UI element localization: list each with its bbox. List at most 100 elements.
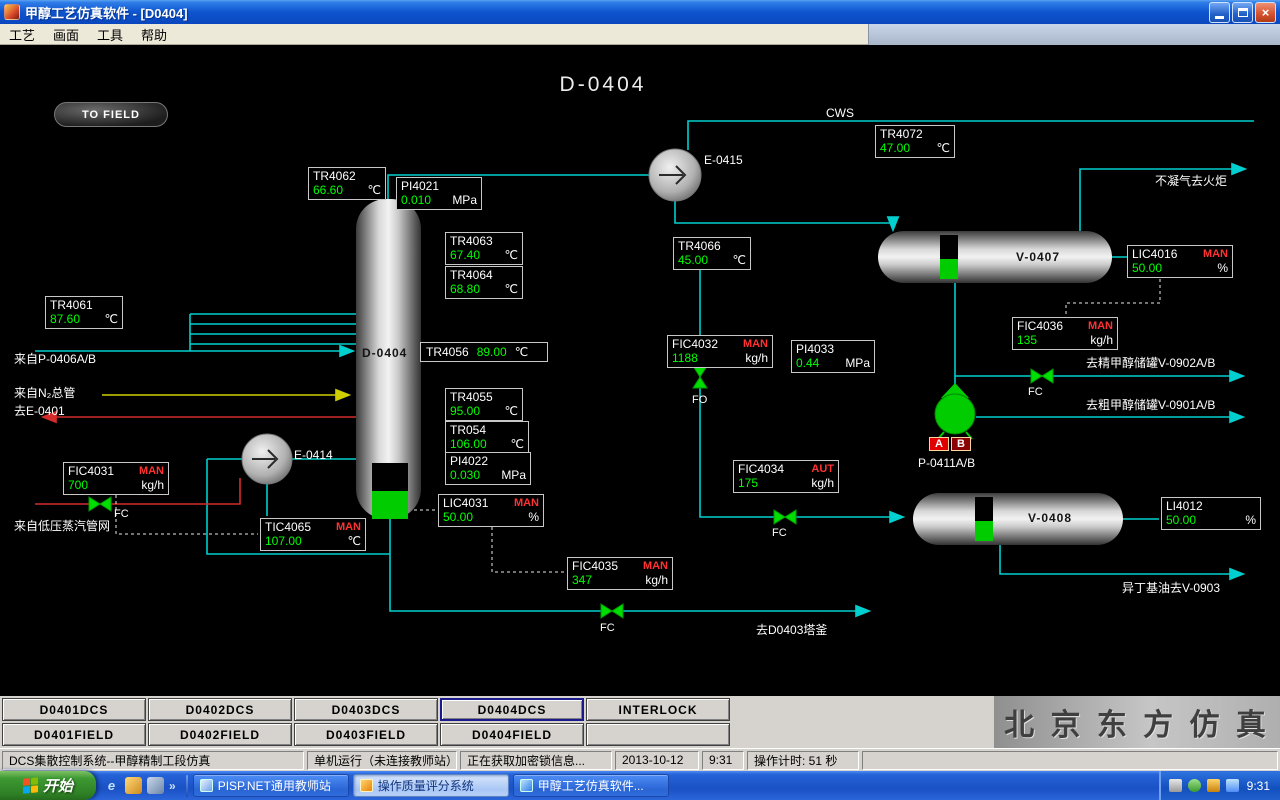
valve-fic4031[interactable] — [88, 496, 112, 512]
instrument-tr4064[interactable]: TR4064 68.80℃ — [445, 266, 523, 299]
minimize-button[interactable] — [1209, 1, 1230, 23]
instrument-tr4055[interactable]: TR4055 95.00℃ — [445, 388, 523, 421]
status-system: DCS集散控制系统--甲醇精制工段仿真 — [2, 750, 304, 770]
instrument-tr4072[interactable]: TR4072 47.00℃ — [875, 125, 955, 158]
menubar: 工艺 画面 工具 帮助 — [0, 24, 1280, 45]
instrument-tag: FIC4035 — [572, 559, 619, 573]
task-pisp-label: PISP.NET通用教师站 — [217, 779, 331, 793]
task-pisp-button[interactable]: PISP.NET通用教师站 — [192, 774, 349, 797]
instrument-unit: ℃ — [367, 183, 381, 197]
nav-d0401dcs-button[interactable]: D0401DCS — [2, 698, 146, 721]
nav-d0402field-button[interactable]: D0402FIELD — [148, 723, 292, 746]
menu-process[interactable]: 工艺 — [9, 27, 36, 43]
instrument-tr4062[interactable]: TR4062 66.60 ℃ — [308, 167, 386, 200]
instrument-mode: AUT — [811, 463, 834, 475]
menu-screen[interactable]: 画面 — [53, 27, 80, 43]
instrument-tr4066[interactable]: TR4066 45.00℃ — [673, 237, 751, 270]
label-fc-4036: FC — [1028, 386, 1043, 398]
instrument-tag: TR4062 — [313, 169, 356, 183]
instrument-tag: TR054 — [450, 423, 487, 437]
pump-a-button[interactable]: A — [929, 437, 949, 451]
system-tray: 9:31 — [1158, 771, 1280, 800]
instrument-value: 66.60 — [313, 183, 344, 197]
process-canvas: D-0404 TO FIELD E-0415 E-0414 V-0407 V-0… — [0, 45, 1280, 696]
nav-d0403dcs-button[interactable]: D0403DCS — [294, 698, 438, 721]
instrument-value: 347 — [572, 573, 593, 587]
desktop-icon[interactable] — [147, 777, 164, 794]
nav-d0403field-button[interactable]: D0403FIELD — [294, 723, 438, 746]
nav-d0404field-button[interactable]: D0404FIELD — [440, 723, 584, 746]
label-to-v0903: 异丁基油去V-0903 — [1122, 581, 1221, 595]
printer-icon[interactable] — [1168, 779, 1182, 792]
instrument-unit: ℃ — [732, 253, 746, 267]
diagram-title: D-0404 — [559, 73, 647, 96]
label-to-v0902: 去精甲醇储罐V-0902A/B — [1086, 356, 1216, 370]
start-button[interactable]: 开始 — [0, 771, 96, 800]
instrument-li4012[interactable]: LI4012 50.00% — [1161, 497, 1261, 530]
ie-icon[interactable]: e — [107, 778, 116, 793]
quicklaunch-app-icon[interactable] — [125, 777, 142, 794]
close-button[interactable]: × — [1255, 1, 1276, 23]
task-sim-button[interactable]: 甲醇工艺仿真软件... — [512, 774, 669, 797]
antivirus-icon[interactable] — [1206, 779, 1220, 792]
instrument-value: 175 — [738, 476, 759, 490]
nav-interlock-button[interactable]: INTERLOCK — [586, 698, 730, 721]
task-score-button[interactable]: 操作质量评分系统 — [352, 774, 509, 797]
menu-tools[interactable]: 工具 — [97, 27, 124, 43]
instrument-unit: % — [1217, 261, 1228, 275]
label-fc-4035: FC — [600, 622, 615, 634]
volume-icon[interactable] — [1225, 779, 1239, 792]
process-diagram-svg — [35, 120, 1254, 619]
to-field-button[interactable]: TO FIELD — [54, 102, 168, 127]
instrument-tag: FIC4034 — [738, 462, 785, 476]
valve-fic4036[interactable] — [1030, 368, 1054, 384]
status-time: 9:31 — [702, 750, 744, 770]
restore-button[interactable] — [1232, 1, 1253, 23]
instrument-value: 67.40 — [450, 248, 481, 262]
instrument-unit: ℃ — [514, 345, 529, 359]
status-date: 2013-10-12 — [615, 750, 699, 770]
instrument-tag: TR4055 — [450, 390, 493, 404]
instrument-tr4056[interactable]: TR4056 89.00 ℃ — [420, 342, 548, 362]
network-icon[interactable] — [1187, 779, 1201, 792]
instrument-tr054[interactable]: TR054 106.00℃ — [445, 421, 529, 454]
valve-fic4034[interactable] — [773, 509, 797, 525]
instrument-unit: kg/h — [1090, 333, 1113, 347]
valve-fic4035[interactable] — [600, 603, 624, 619]
instrument-tr4063[interactable]: TR4063 67.40℃ — [445, 232, 523, 265]
nav-blank-button[interactable] — [586, 723, 730, 746]
valve-fic4032[interactable] — [692, 365, 708, 389]
label-e0414: E-0414 — [294, 448, 333, 462]
task-score-icon — [359, 779, 373, 792]
pump-b-button[interactable]: B — [951, 437, 971, 451]
tray-clock: 9:31 — [1246, 778, 1270, 793]
nav-button-zone: D0401DCS D0402DCS D0403DCS D0404DCS INTE… — [0, 696, 1280, 748]
quicklaunch-overflow-chevron[interactable]: » — [169, 778, 176, 793]
start-label: 开始 — [42, 778, 73, 795]
instrument-unit: ℃ — [504, 282, 518, 296]
label-to-flare: 不凝气去火炬 — [1155, 174, 1228, 188]
menu-help[interactable]: 帮助 — [141, 27, 168, 43]
instrument-unit: ℃ — [504, 248, 518, 262]
nav-d0401field-button[interactable]: D0401FIELD — [2, 723, 146, 746]
instrument-mode: MAN — [642, 560, 668, 572]
instrument-tag: LIC4031 — [443, 496, 489, 510]
nav-d0402dcs-button[interactable]: D0402DCS — [148, 698, 292, 721]
nav-d0404dcs-button[interactable]: D0404DCS — [440, 698, 584, 721]
instrument-tag: TIC4065 — [265, 520, 312, 534]
instrument-tag: TR4056 — [426, 345, 469, 359]
instrument-tr4061[interactable]: TR4061 87.60℃ — [45, 296, 123, 329]
window-title: 甲醇工艺仿真软件 - [D0404] — [25, 5, 188, 21]
instrument-value: 47.00 — [880, 141, 911, 155]
